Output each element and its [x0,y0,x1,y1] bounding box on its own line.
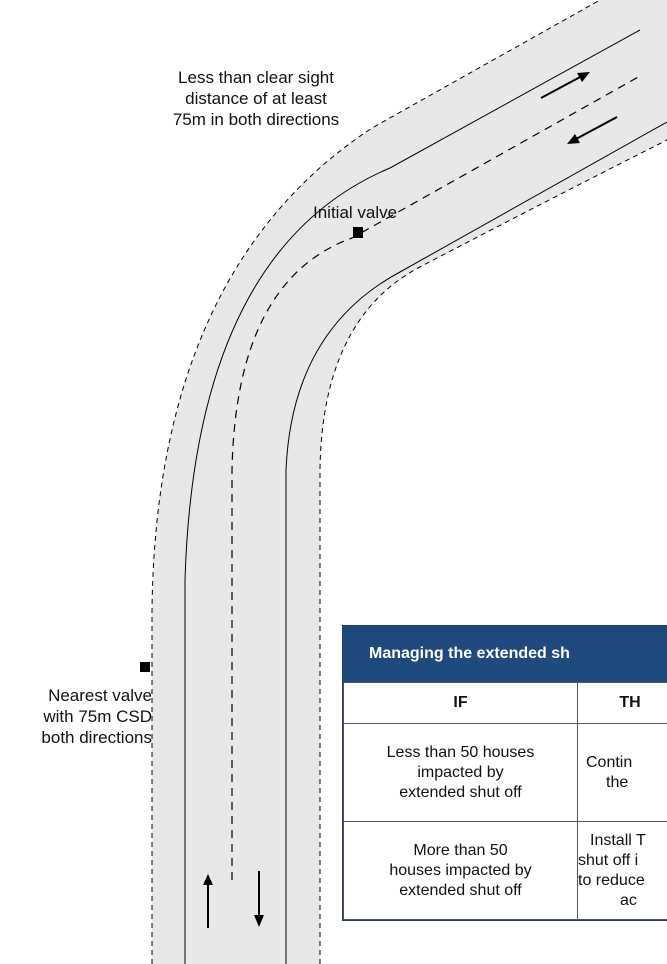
sight-label-line-1: Less than clear sight [178,68,334,87]
nearest-label-line-1: Nearest valve [48,686,152,705]
lane-edge-right [285,121,667,964]
nearest-label-line-3: both directions [41,728,152,747]
lane-edge-left [184,29,641,964]
row1-then-line: the [606,773,629,791]
table-row: More than 50 houses impacted by extended… [343,821,667,920]
row1-then-cell: Contin the [577,723,667,822]
nearest-valve-marker [140,662,150,672]
header-if: IF [343,682,578,724]
row1-then-line: Contin [586,753,633,771]
shutoff-management-table: Managing the extended sh IF TH Less than… [342,625,667,921]
initial-valve-marker [353,227,363,238]
arrow-up-right [540,72,590,99]
table-header-row: IF TH [343,682,667,724]
row2-if-line: extended shut off [399,881,522,899]
row2-if-line: More than 50 [413,841,508,859]
sight-label-line-3: 75m in both directions [172,110,340,129]
decision-table: IF TH Less than 50 houses impacted by ex… [343,682,667,920]
arrow-up [203,874,213,928]
row2-then-line: Install T [590,831,646,849]
road-outer-edge-left [151,0,601,964]
row2-then-line: ac [620,891,637,909]
nearest-valve-label: Nearest valve with 75m CSD both directio… [0,685,152,748]
table-title: Managing the extended sh [343,626,667,682]
arrow-down [254,871,264,927]
row2-if-cell: More than 50 houses impacted by extended… [343,821,578,920]
row2-if-line: houses impacted by [389,861,532,879]
sight-label-line-2: distance of at least [185,89,327,108]
row2-then-line: to reduce [578,871,645,889]
row2-then-line: shut off i [578,851,639,869]
row1-if-cell: Less than 50 houses impacted by extended… [343,723,578,822]
nearest-label-line-2: with 75m CSD [43,707,152,726]
table-row: Less than 50 houses impacted by extended… [343,723,667,822]
sight-distance-label: Less than clear sight distance of at lea… [132,67,380,130]
row1-if-line: extended shut off [399,783,522,801]
center-line [231,75,641,880]
road-outer-edge-right [319,139,667,964]
row2-then-cell: Install T shut off i to reduce ac [577,821,667,920]
arrow-down-left [567,116,618,144]
row1-if-line: impacted by [417,763,504,781]
header-then: TH [577,682,667,724]
road-surface [152,0,667,964]
row1-if-line: Less than 50 houses [386,743,535,761]
initial-valve-label: Initial valve [313,203,398,222]
